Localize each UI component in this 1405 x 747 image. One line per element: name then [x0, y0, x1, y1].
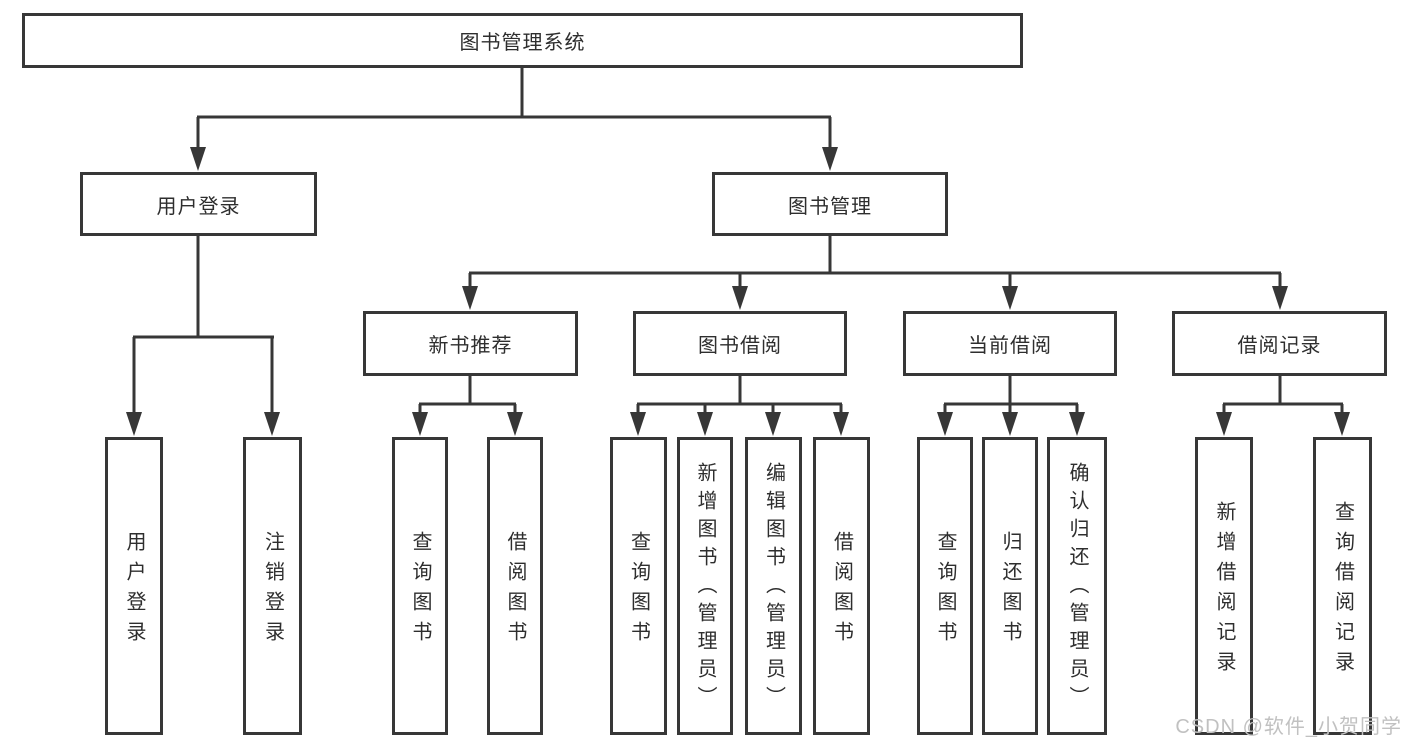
leaf-borrowing-add-book-admin: 新增图书（管理员） — [677, 437, 733, 735]
leaf-records-query-record: 查询借阅记录 — [1313, 437, 1372, 735]
leaf-borrowing-query-book: 查询图书 — [610, 437, 667, 735]
node-user-login: 用户登录 — [80, 172, 317, 236]
node-root: 图书管理系统 — [22, 13, 1023, 68]
leaf-recommend-borrow-book: 借阅图书 — [487, 437, 543, 735]
leaf-current-return-book: 归还图书 — [982, 437, 1038, 735]
leaf-borrowing-edit-book-admin: 编辑图书（管理员） — [745, 437, 802, 735]
node-new-book-recommend: 新书推荐 — [363, 311, 578, 376]
node-borrowing-records: 借阅记录 — [1172, 311, 1387, 376]
leaf-recommend-query-book: 查询图书 — [392, 437, 448, 735]
node-book-borrowing: 图书借阅 — [633, 311, 847, 376]
node-book-management: 图书管理 — [712, 172, 948, 236]
node-current-borrowing: 当前借阅 — [903, 311, 1117, 376]
csdn-watermark: CSDN @软件_小贺同学 — [1175, 716, 1402, 738]
leaf-current-confirm-return-admin: 确认归还（管理员） — [1047, 437, 1107, 735]
leaf-logout: 注销登录 — [243, 437, 302, 735]
leaf-borrowing-borrow-book: 借阅图书 — [813, 437, 870, 735]
leaf-current-query-book: 查询图书 — [917, 437, 973, 735]
leaf-records-add-record: 新增借阅记录 — [1195, 437, 1253, 735]
leaf-user-login: 用户登录 — [105, 437, 163, 735]
